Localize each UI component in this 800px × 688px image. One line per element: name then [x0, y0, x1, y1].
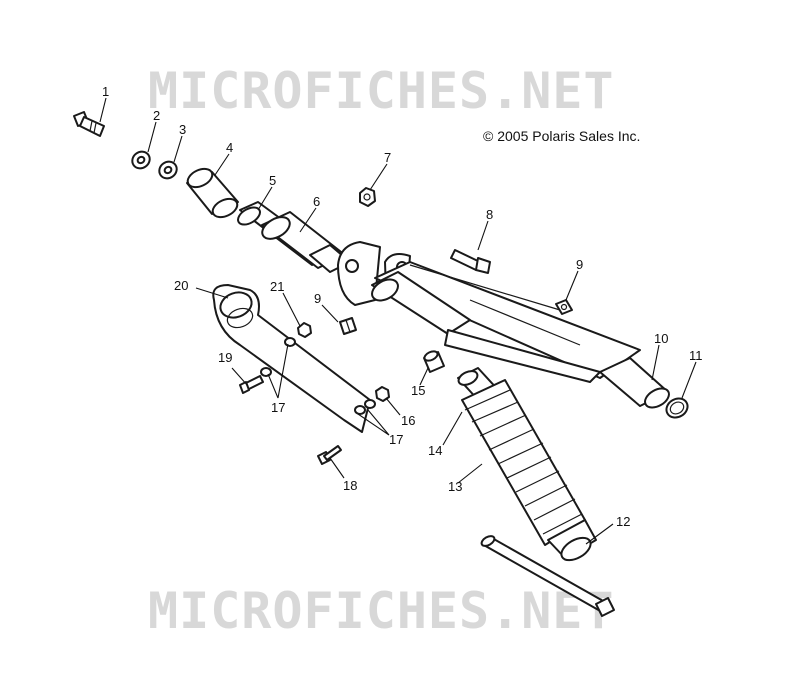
callout-19: 19: [218, 350, 232, 365]
part-20-bracket: [212, 284, 371, 433]
callout-9-lower: 9: [314, 291, 321, 306]
callout-17-right: 17: [389, 432, 403, 447]
part-13-shock-spring: [457, 367, 597, 562]
callout-2: 2: [153, 108, 160, 123]
copyright-text: © 2005 Polaris Sales Inc.: [483, 128, 640, 144]
callout-4: 4: [226, 140, 233, 155]
callout-7: 7: [384, 150, 391, 165]
callout-17-left: 17: [271, 400, 285, 415]
callout-labels: 1 2 3 4 5 6 7 8 9 9 10 11 12 13 14 15 16…: [102, 84, 703, 529]
part-9-grease-fitting-lower: [339, 317, 357, 335]
part-4-bushing: [186, 167, 239, 219]
callout-15: 15: [411, 383, 425, 398]
callout-11: 11: [689, 348, 703, 363]
callout-12: 12: [616, 514, 630, 529]
callout-1: 1: [102, 84, 109, 99]
leader-lines: [99, 97, 697, 545]
callout-16: 16: [401, 413, 415, 428]
part-8-bolt: [450, 249, 491, 274]
part-18-bolt: [317, 445, 342, 465]
callout-3: 3: [179, 122, 186, 137]
callout-20: 20: [174, 278, 188, 293]
part-16-nut: [375, 386, 390, 402]
part-2-washer: [131, 150, 151, 170]
part-10-arm-tube: [371, 261, 670, 409]
part-15-bushing: [423, 350, 445, 373]
part-17-washers-right: [354, 399, 376, 415]
callout-6: 6: [313, 194, 320, 209]
part-1-bolt: [73, 111, 105, 137]
callout-21: 21: [270, 279, 284, 294]
watermark-bottom: MICROFICHES.NET: [148, 582, 615, 640]
part-9-grease-fitting-upper: [555, 299, 573, 315]
part-21-nut: [297, 322, 312, 338]
part-3-washer: [158, 160, 178, 180]
part-5-6-pivot-tube: [237, 201, 351, 273]
callout-8: 8: [486, 207, 493, 222]
callout-5: 5: [269, 173, 276, 188]
callout-9-upper: 9: [576, 257, 583, 272]
callout-13: 13: [448, 479, 462, 494]
part-11-ring: [665, 397, 689, 419]
watermark-top: MICROFICHES.NET: [148, 62, 615, 120]
part-12-shock-bolt: [480, 535, 615, 617]
part-7-nut: [359, 187, 376, 207]
callout-14: 14: [428, 443, 442, 458]
mount-bracket: [337, 241, 411, 306]
callout-18: 18: [343, 478, 357, 493]
callout-10: 10: [654, 331, 668, 346]
part-19-bolt: [239, 375, 264, 394]
